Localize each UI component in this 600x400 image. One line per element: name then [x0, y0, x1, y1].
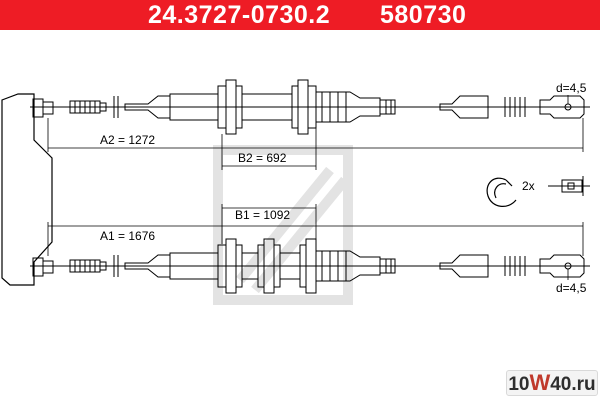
dimension-a2-label: A2 = 1272: [100, 133, 155, 147]
clip-quantity: 2x: [522, 179, 535, 193]
clip-icon: [486, 177, 517, 207]
part-number: 24.3727-0730.2: [148, 1, 331, 29]
site-watermark: 10W40.ru: [506, 370, 598, 396]
watermark-suffix: 40.ru: [550, 374, 596, 395]
dimension-a1: [47, 222, 584, 256]
header-bar: 24.3727-0730.2 580730: [0, 0, 600, 30]
top-cable: [30, 79, 590, 135]
diameter-label-bottom: d=4,5: [556, 281, 587, 295]
left-bracket: [1, 93, 53, 286]
dimension-a1-label: A1 = 1676: [100, 229, 155, 243]
diameter-label-top: d=4,5: [556, 81, 587, 95]
dimension-b2: [221, 128, 317, 170]
reference-number: 580730: [380, 1, 467, 29]
ghost-logo: [213, 145, 353, 305]
watermark-big: W: [529, 370, 551, 395]
dimension-b2-label: B2 = 692: [238, 151, 287, 165]
end-detail: [548, 176, 590, 196]
dimension-a2: [47, 118, 584, 152]
watermark-prefix: 10: [508, 374, 530, 395]
bottom-cable: [30, 238, 590, 294]
dimension-b1-label: B1 = 1092: [235, 208, 290, 222]
